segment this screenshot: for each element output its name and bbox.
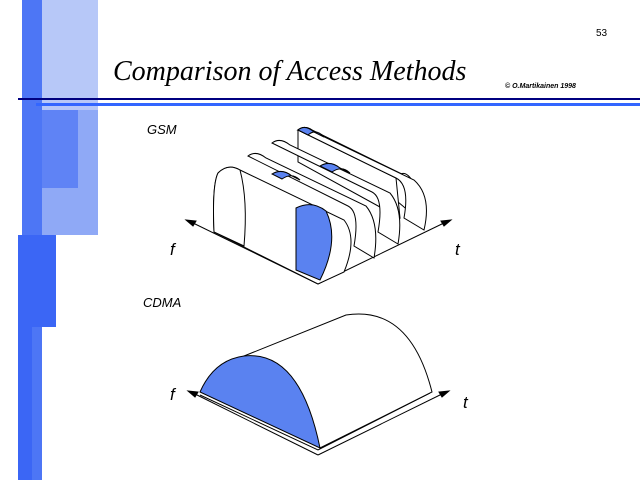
slide-title: Comparison of Access Methods xyxy=(113,56,467,87)
gsm-arch-top-3 xyxy=(271,139,401,245)
slide-number: 53 xyxy=(596,28,608,39)
gsm-axis-t-label: t xyxy=(455,240,460,259)
cdma-label: CDMA xyxy=(143,295,182,310)
copyright-note: © O.Martikainen 1998 xyxy=(505,83,576,90)
sidebar-block-mid xyxy=(42,110,78,188)
gsm-label: GSM xyxy=(147,122,177,137)
gsm-slot-highlight-front xyxy=(295,204,333,281)
cdma-axis-f-label: f xyxy=(170,385,175,404)
gsm-axis-f-label: f xyxy=(170,240,175,259)
sidebar-block-edge xyxy=(18,235,32,480)
gsm-arch-top-4 xyxy=(297,126,427,231)
gsm-slot-highlight-3 xyxy=(318,162,351,174)
gsm-arch-top-2 xyxy=(247,152,377,259)
title-rule-accent xyxy=(36,103,640,106)
gsm-slot-highlight-2 xyxy=(270,170,301,181)
cdma-cylinder-body xyxy=(243,313,433,449)
cdma-diagram xyxy=(186,313,451,456)
cdma-axis-t-label: t xyxy=(463,393,468,412)
gsm-arch-front xyxy=(213,166,352,285)
title-rule xyxy=(18,98,640,100)
cdma-cylinder-front-face xyxy=(199,355,321,449)
gsm-slot-highlight-4 xyxy=(297,126,325,138)
gsm-diagram xyxy=(184,126,453,285)
sidebar-block-light xyxy=(42,0,98,110)
sidebar-block-lower xyxy=(28,235,56,327)
